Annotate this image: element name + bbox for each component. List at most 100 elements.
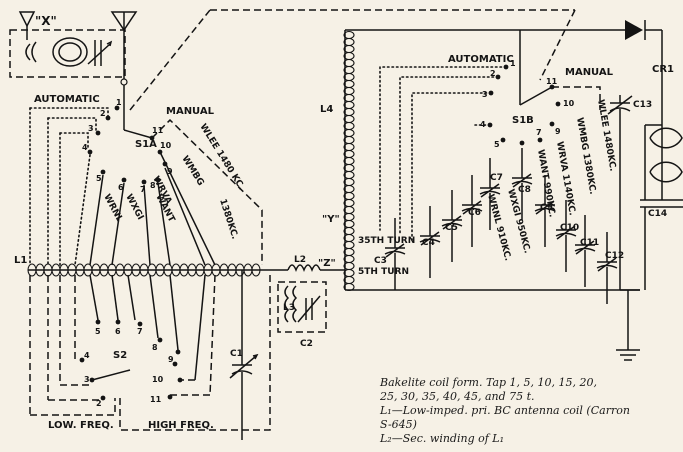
c13-label: C13 xyxy=(633,100,652,110)
svg-text:6: 6 xyxy=(118,183,124,192)
cr1-diode xyxy=(520,20,663,125)
svg-text:10: 10 xyxy=(563,99,575,108)
c13-capacitor xyxy=(607,95,633,290)
station-wrnl-right: WRNL 910KC. xyxy=(485,193,512,262)
turn5-label: 5TH TURN xyxy=(358,267,409,277)
auto-lead-3 xyxy=(59,132,89,151)
caption-line-4: S-645) xyxy=(380,418,417,431)
svg-text:10: 10 xyxy=(160,141,172,150)
station-wmbg-left: WMBG xyxy=(179,154,205,187)
left-station-leads xyxy=(89,118,263,266)
c9-label: C9 xyxy=(540,203,553,213)
l4-label: L4 xyxy=(320,104,333,115)
ground-symbol xyxy=(616,290,640,361)
l1-label: L1 xyxy=(14,255,27,266)
auto-lead-r2 xyxy=(399,76,499,236)
svg-text:1: 1 xyxy=(510,59,516,68)
c10-label: C10 xyxy=(560,223,579,233)
automatic-right-label: AUTOMATIC xyxy=(448,54,514,65)
station-1380-left: 1380KC. xyxy=(217,198,239,241)
svg-text:8: 8 xyxy=(152,343,158,352)
l3-tank xyxy=(277,281,327,333)
trimmer-bank xyxy=(384,148,618,304)
l2-label: L2 xyxy=(294,255,306,265)
s1b-switch: 1 2 3 4 5 7 9 10 11 xyxy=(480,55,575,149)
antenna-main xyxy=(110,11,138,86)
s1a-label: S1A xyxy=(135,139,157,150)
svg-text:2: 2 xyxy=(100,109,106,118)
svg-text:9: 9 xyxy=(555,127,561,136)
auto-lead-r3 xyxy=(411,92,492,241)
turn35-label: 35TH TURN xyxy=(358,236,415,246)
svg-text:3: 3 xyxy=(482,90,488,99)
high-freq-label: HIGH FREQ. xyxy=(148,420,214,431)
gang-link-left xyxy=(129,9,211,111)
l1-coil xyxy=(27,263,261,277)
svg-text:5: 5 xyxy=(494,140,500,149)
loop-antenna-x xyxy=(9,11,126,78)
auto-lead-1 xyxy=(29,107,109,119)
c11-label: C11 xyxy=(580,238,599,248)
l3-label: L3 xyxy=(283,303,295,313)
station-wrva-right: WRVA 1140KC. xyxy=(554,141,577,217)
c12-label: C12 xyxy=(605,251,624,261)
svg-text:2: 2 xyxy=(96,399,102,408)
caption-line-3: L₁—Low-imped. pri. BC antenna coil (Carr… xyxy=(380,404,630,417)
automatic-left-label: AUTOMATIC xyxy=(34,94,100,105)
svg-text:10: 10 xyxy=(152,375,164,384)
svg-text:8: 8 xyxy=(150,181,156,190)
svg-text:5: 5 xyxy=(95,327,101,336)
z-label: "Z" xyxy=(318,258,336,269)
svg-text:7: 7 xyxy=(140,185,146,194)
c6-label: C6 xyxy=(468,208,481,218)
svg-text:4: 4 xyxy=(480,120,486,129)
c4-label: C4 xyxy=(422,238,435,248)
c14-label: C14 xyxy=(648,209,667,219)
s1a-switch: 1 2 3 4 5 6 7 8 9 10 11 xyxy=(82,85,173,194)
caption-line-2: 25, 30, 35, 40, 45, and 75 t. xyxy=(380,390,535,403)
y-label: "Y" xyxy=(322,214,340,225)
caption-line-5: L₂—Sec. winding of L₁ xyxy=(380,432,505,445)
svg-text:4: 4 xyxy=(84,351,90,360)
svg-text:9: 9 xyxy=(168,355,174,364)
manual-right-label: MANUAL xyxy=(565,67,614,78)
svg-text:3: 3 xyxy=(88,124,94,133)
l1-taps: 5 6 7 8 9 xyxy=(29,274,216,415)
cr1-label: CR1 xyxy=(652,64,674,75)
low-freq-label: LOW. FREQ. xyxy=(48,420,114,431)
headphones xyxy=(620,124,683,291)
svg-text:6: 6 xyxy=(115,327,121,336)
s2-switch: 4 3 2 10 11 xyxy=(30,275,271,431)
c1-capacitor xyxy=(229,270,259,440)
svg-text:3: 3 xyxy=(84,375,90,384)
gang-link-right xyxy=(539,9,576,81)
svg-text:1: 1 xyxy=(116,98,122,107)
svg-text:11: 11 xyxy=(150,395,162,404)
svg-text:11: 11 xyxy=(152,126,164,135)
station-wxgi-left: WXGI xyxy=(123,193,145,222)
c8-label: C8 xyxy=(518,185,531,195)
auto-lead-r1 xyxy=(379,66,507,231)
svg-text:2: 2 xyxy=(490,69,496,78)
svg-text:7: 7 xyxy=(536,128,542,137)
svg-text:11: 11 xyxy=(546,77,558,86)
x-loop-label: "X" xyxy=(35,14,57,28)
svg-text:4: 4 xyxy=(82,143,88,152)
l4-coil xyxy=(343,29,640,292)
c2-label: C2 xyxy=(300,339,313,349)
c7-label: C7 xyxy=(490,173,503,183)
c1-label: C1 xyxy=(230,349,243,359)
c3-label: C3 xyxy=(374,256,387,266)
c5-label: C5 xyxy=(445,223,458,233)
manual-left-label: MANUAL xyxy=(166,106,215,117)
svg-text:7: 7 xyxy=(137,327,143,336)
auto-lead-2 xyxy=(47,117,97,134)
station-wmbg-right: WMBG 1380KC. xyxy=(574,117,597,195)
s1b-label: S1B xyxy=(512,115,534,126)
l2-coil xyxy=(260,264,345,273)
s2-label: S2 xyxy=(113,350,127,361)
caption-line-1: Bakelite coil form. Tap 1, 5, 10, 15, 20… xyxy=(380,376,598,389)
figure-caption: Bakelite coil form. Tap 1, 5, 10, 15, 20… xyxy=(380,376,680,446)
